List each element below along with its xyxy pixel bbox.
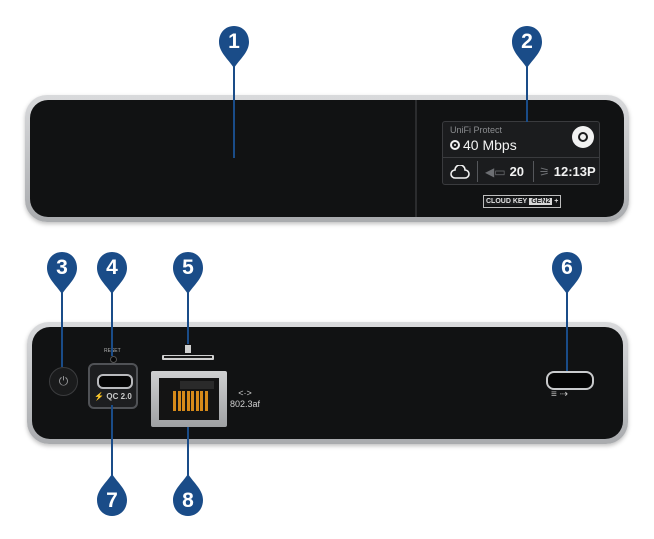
clock: ⚞ 12:13P: [539, 164, 596, 179]
leader-line-7: [111, 405, 113, 485]
leader-line-1: [233, 50, 235, 158]
leader-line-4: [111, 284, 113, 356]
ethernet-pin: [182, 391, 185, 411]
app-name: UniFi Protect: [450, 125, 503, 135]
model-badge: CLOUD KEY GEN2 +: [483, 195, 562, 208]
badge-brand: CLOUD KEY: [484, 198, 530, 205]
leader-line-6: [566, 284, 568, 371]
ethernet-pin: [204, 391, 208, 411]
sd-card-icon: [185, 345, 191, 353]
record-icon: [450, 140, 460, 150]
motion-icon: ⚞: [539, 164, 550, 179]
power-button[interactable]: ⏻: [49, 367, 78, 396]
usbc-qc-port: ⚡ QC 2.0: [88, 363, 138, 409]
callout-5: 5: [171, 250, 205, 296]
ethernet-pin: [173, 391, 176, 411]
callout-7: 7: [95, 472, 129, 518]
sd-card-slot: [162, 355, 214, 360]
usbc-side-port: [546, 371, 594, 390]
reset-button[interactable]: [110, 356, 117, 363]
lcd-display: UniFi Protect 40 Mbps ◀▭ 20 ⚞ 12:13P: [442, 121, 600, 185]
throughput: 40 Mbps: [450, 137, 517, 153]
usb-icon: ≡ ⇢: [551, 389, 568, 400]
leader-line-2: [526, 50, 528, 122]
cloud-icon: [450, 158, 470, 185]
ethernet-pin: [177, 391, 181, 411]
leader-line-5: [187, 284, 189, 344]
poe-label: <·> 802.3af: [230, 388, 260, 410]
status-separator: [533, 161, 534, 182]
callout-2: 2: [510, 24, 544, 70]
poe-standard: 802.3af: [230, 399, 261, 409]
badge-plus: +: [554, 198, 559, 205]
status-row: ◀▭ 20 ⚞ 12:13P: [443, 157, 599, 185]
camera-count: ◀▭ 20: [485, 164, 525, 179]
usbc-slot: [97, 374, 133, 389]
camera-status-icon: [572, 126, 594, 148]
qc-label: ⚡ QC 2.0: [94, 392, 132, 401]
badge-gen: GEN2: [529, 198, 553, 205]
ethernet-port: [151, 371, 227, 427]
throughput-value: 40 Mbps: [463, 137, 517, 153]
ethernet-icon: <·>: [238, 388, 252, 398]
ethernet-notch: [180, 381, 214, 389]
ethernet-pin: [191, 391, 194, 411]
ethernet-pin: [195, 391, 199, 411]
camera-icon: ◀▭: [485, 164, 506, 179]
ethernet-pin: [200, 391, 203, 411]
callout-4: 4: [95, 250, 129, 296]
front-divider: [415, 100, 417, 217]
callout-1: 1: [217, 24, 251, 70]
callout-3: 3: [45, 250, 79, 296]
callout-6: 6: [550, 250, 584, 296]
ethernet-pin: [186, 391, 190, 411]
leader-line-3: [61, 284, 63, 367]
ethernet-socket: [159, 378, 219, 420]
leader-line-8: [187, 427, 189, 485]
callout-8: 8: [171, 472, 205, 518]
status-separator: [477, 161, 478, 182]
